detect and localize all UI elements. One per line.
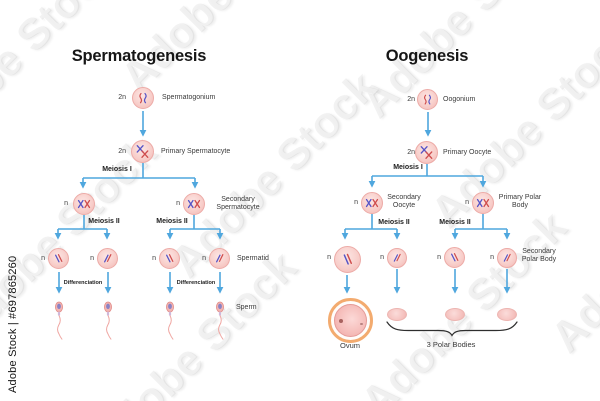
cell-primary-polar-body <box>472 192 494 214</box>
ploidy-label-n: n <box>202 255 206 262</box>
cell-spermatid-4 <box>209 248 230 269</box>
sperm-cell-1 <box>55 301 64 340</box>
label-meiosis-2: Meiosis II <box>156 218 188 225</box>
ploidy-label-n: n <box>465 199 469 206</box>
cell-secondary-oocyte <box>361 192 383 214</box>
label-differentiation: Differenciation <box>63 280 103 286</box>
label-secondary-oocyte: Secondary Oocyte <box>387 194 421 209</box>
ploidy-label-n: n <box>176 200 180 207</box>
label-secondary-spermatocyte: Secondary Spermatocyte <box>216 196 260 211</box>
ploidy-label-n: n <box>90 255 94 262</box>
ploidy-label-2n: 2n <box>407 96 415 103</box>
label-spermatogonium: Spermatogonium <box>162 94 216 101</box>
polar-bodies-brace <box>386 321 518 337</box>
cell-secondary-spermatocyte-right <box>183 193 205 215</box>
cell-primary-spermatocyte <box>131 140 154 163</box>
ovum-nucleus-dot <box>338 318 343 323</box>
label-meiosis-1: Meiosis I <box>102 166 132 173</box>
polar-body-3 <box>497 308 517 321</box>
ploidy-label-n: n <box>490 254 494 261</box>
ploidy-label-n: n <box>327 254 331 261</box>
cell-ootid-large <box>334 246 361 273</box>
polar-body-1 <box>387 308 407 321</box>
ovum-cell <box>328 298 373 343</box>
cell-spermatid-3 <box>159 248 180 269</box>
ploidy-label-n: n <box>354 199 358 206</box>
sperm-cell-4 <box>215 301 224 340</box>
ovum-small-dot <box>360 322 363 325</box>
label-spermatid: Spermatid <box>237 255 269 262</box>
label-primary-spermatocyte: Primary Spermatocyte <box>161 148 231 155</box>
ploidy-label-n: n <box>41 255 45 262</box>
cell-ootid-2 <box>387 248 407 268</box>
ploidy-label-n: n <box>64 200 68 207</box>
label-primary-oocyte: Primary Oocyte <box>443 149 492 156</box>
label-primary-polar-body: Primary Polar Body <box>498 194 542 209</box>
ploidy-label-n: n <box>380 254 384 261</box>
label-sperm: Sperm <box>236 304 257 311</box>
cell-ootid-3 <box>444 247 465 268</box>
sperm-cells <box>55 301 224 340</box>
ploidy-label-n: n <box>437 254 441 261</box>
cell-spermatogonium <box>132 87 154 109</box>
spermatogenesis-title: Spermatogenesis <box>71 47 207 65</box>
ploidy-label-2n: 2n <box>118 148 126 155</box>
label-3-polar-bodies: 3 Polar Bodies <box>426 340 476 349</box>
cell-ootid-4 <box>497 248 517 268</box>
label-meiosis-1: Meiosis I <box>393 164 423 171</box>
cell-spermatid-1 <box>48 248 69 269</box>
ploidy-label-2n: 2n <box>407 149 415 156</box>
cell-secondary-spermatocyte-left <box>73 193 95 215</box>
label-oogonium: Oogonium <box>443 96 476 103</box>
cell-primary-oocyte <box>415 141 438 164</box>
label-secondary-polar-body: Secondary Polar Body <box>521 248 557 263</box>
label-differentiation: Differenciation <box>176 280 216 286</box>
sperm-cell-2 <box>104 301 113 340</box>
ploidy-label-2n: 2n <box>118 94 126 101</box>
stock-attribution: Adobe Stock | #697865260 <box>7 255 19 393</box>
cell-spermatid-2 <box>97 248 118 269</box>
label-meiosis-2: Meiosis II <box>439 219 471 226</box>
sperm-cell-3 <box>165 301 174 340</box>
label-meiosis-2: Meiosis II <box>378 219 410 226</box>
ovum-cytoplasm <box>333 303 367 337</box>
label-meiosis-2: Meiosis II <box>88 218 120 225</box>
cell-oogonium <box>417 89 438 110</box>
arrow-tree <box>54 111 511 294</box>
oogenesis-title: Oogenesis <box>385 47 469 65</box>
label-ovum: Ovum <box>339 341 360 350</box>
ploidy-label-n: n <box>152 255 156 262</box>
polar-body-2 <box>445 308 465 321</box>
